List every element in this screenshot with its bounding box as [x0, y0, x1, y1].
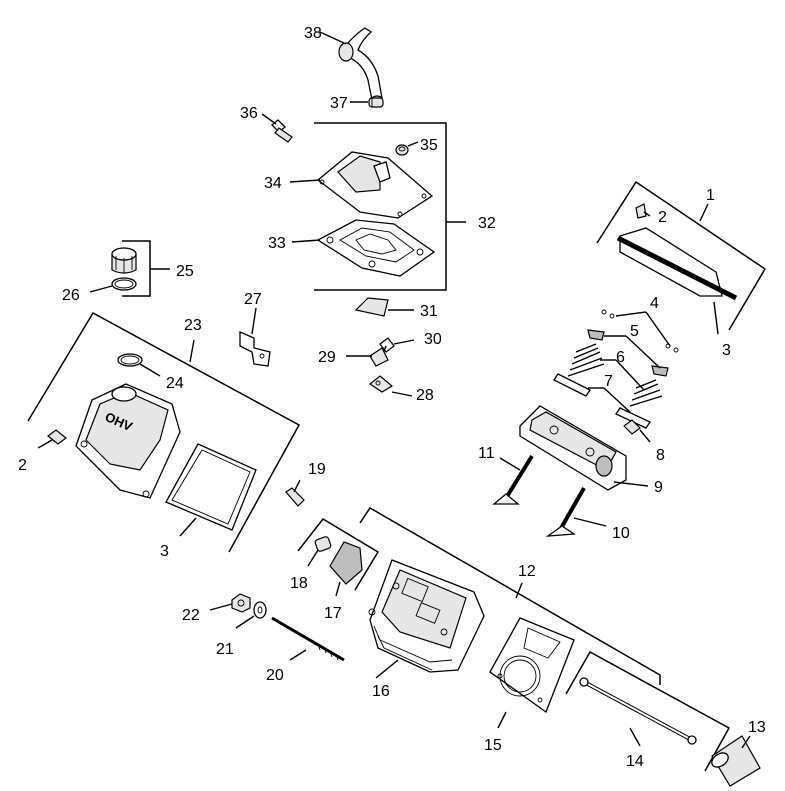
head-gasket-15	[489, 617, 575, 714]
callout-27: 27	[244, 291, 262, 308]
callout-10: 10	[612, 525, 630, 542]
o-ring-26	[111, 277, 137, 291]
callout-35: 35	[420, 137, 438, 154]
callout-18: 18	[290, 575, 308, 592]
rocker-bridge-17	[329, 541, 363, 585]
callout-28: 28	[416, 387, 434, 404]
tappet-13	[711, 735, 761, 787]
callout-7: 7	[604, 373, 613, 390]
callout-36: 36	[240, 105, 258, 122]
o-ring-24	[117, 353, 143, 367]
springs-6	[567, 343, 663, 407]
callout-21: 21	[216, 641, 234, 658]
callout-5: 5	[630, 323, 639, 340]
callout-16: 16	[372, 683, 390, 700]
bracket-32	[314, 122, 447, 291]
callout-17: 17	[324, 605, 342, 622]
bolt-2-right	[635, 203, 647, 219]
clamp-37	[368, 97, 384, 108]
callout-38: 38	[304, 25, 322, 42]
keepers-4	[601, 309, 679, 353]
callout-30: 30	[424, 331, 442, 348]
bracket-12	[359, 506, 661, 685]
clip-28	[368, 375, 394, 393]
callout-14: 14	[626, 753, 644, 770]
rocker-cover-1	[616, 227, 738, 301]
callout-2-left: 2	[18, 457, 27, 474]
callout-2-right: 2	[658, 209, 667, 226]
stud-19	[285, 487, 305, 507]
callout-8: 8	[656, 447, 665, 464]
callout-23: 23	[184, 317, 202, 334]
callout-11: 11	[478, 445, 495, 462]
leader-lines	[37, 31, 751, 749]
bracket-17-18	[297, 518, 380, 591]
nut-22	[231, 593, 251, 613]
callout-13: 13	[748, 719, 766, 736]
callout-1: 1	[706, 187, 715, 204]
callout-6: 6	[616, 349, 625, 366]
callout-9: 9	[654, 479, 663, 496]
callout-34: 34	[264, 175, 282, 192]
washer-21	[253, 601, 267, 619]
cylinder-head-16	[368, 559, 485, 673]
bolt-2-left	[47, 429, 67, 445]
cap-8	[623, 419, 641, 435]
rocker-assembly-9	[519, 405, 627, 491]
callout-15: 15	[484, 737, 502, 754]
callout-22: 22	[182, 607, 200, 624]
callout-3-left: 3	[160, 543, 169, 560]
pin-18	[314, 536, 332, 552]
push-rod-14	[579, 677, 697, 745]
callout-20: 20	[266, 667, 284, 684]
retainers-5	[587, 329, 669, 377]
valve-10	[545, 487, 586, 537]
grommet-35	[395, 144, 409, 156]
callout-31: 31	[420, 303, 438, 320]
breather-tube-38	[338, 27, 383, 103]
breather-filter-31	[354, 297, 389, 317]
oil-fill-cap-25	[111, 247, 137, 274]
bracket-29	[369, 347, 389, 367]
callout-26: 26	[62, 287, 80, 304]
callout-32: 32	[478, 215, 496, 232]
seals-7	[553, 373, 651, 429]
breather-gasket-33	[316, 219, 436, 277]
bracket-14	[565, 650, 731, 772]
valve-cover: OHV	[75, 383, 181, 499]
callout-19: 19	[308, 461, 326, 478]
bracket-23	[27, 311, 301, 553]
valve-cover-gasket-3	[165, 443, 257, 531]
callout-25: 25	[176, 263, 194, 280]
bracket-1	[596, 180, 767, 331]
group-brackets	[27, 122, 767, 772]
callout-4: 4	[650, 295, 659, 312]
callout-37: 37	[330, 95, 348, 112]
lifting-bracket-27	[239, 331, 271, 367]
valve-11	[492, 454, 534, 505]
callout-12: 12	[518, 563, 536, 580]
callout-24: 24	[166, 375, 184, 392]
callout-labels: 38 37 36 35 34 33 32 31 30 29 28 27 26 2…	[18, 25, 766, 770]
callout-29: 29	[318, 349, 336, 366]
breather-cover-34	[316, 151, 434, 219]
callout-33: 33	[268, 235, 286, 252]
callout-3-right: 3	[722, 342, 731, 359]
head-bolt-20	[271, 616, 345, 662]
